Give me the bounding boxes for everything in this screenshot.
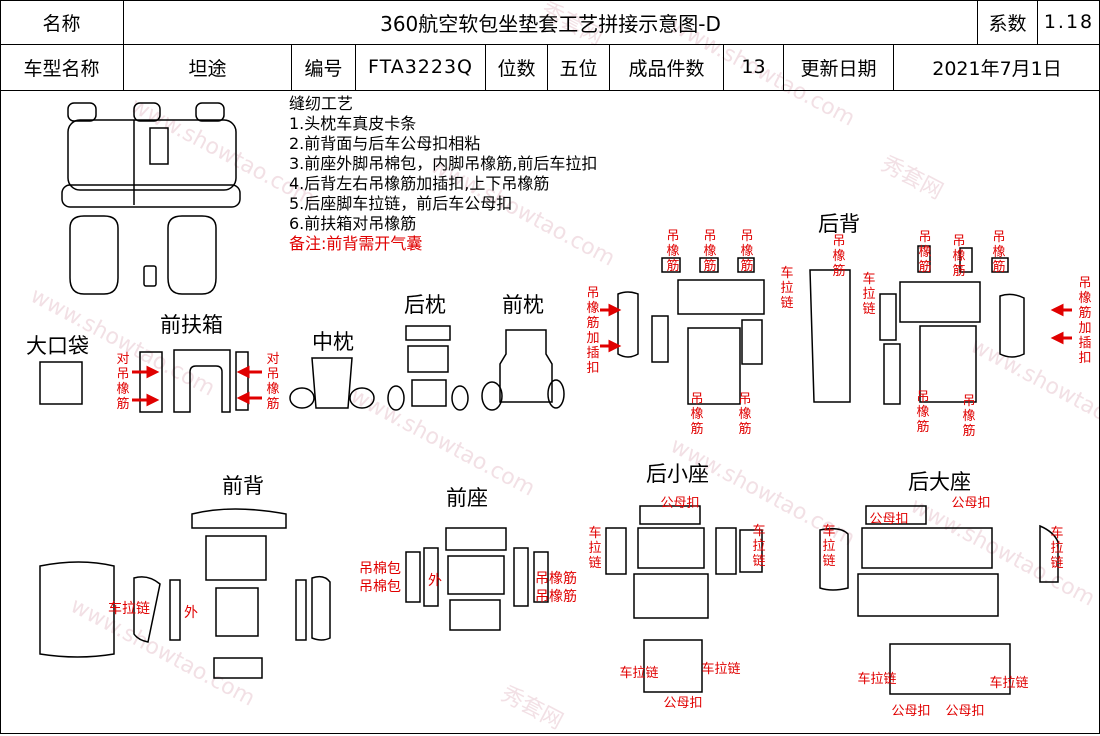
code-label: 编号 — [292, 44, 356, 90]
label-che-lalian: 车拉链 — [989, 676, 1029, 691]
label-gong-mu-kou: 公母扣 — [951, 496, 991, 511]
annotation-arrows — [132, 303, 1072, 407]
info-row: 车型名称 坦途 编号 FTA3223Q 位数 五位 成品件数 13 更新日期 2… — [0, 44, 1100, 91]
label-gong-mu-kou: 公母扣 — [663, 696, 703, 711]
note-item: 5.后座脚车拉链，前后车公母扣 — [289, 194, 513, 213]
notes-remark: 备注:前背需开气囊 — [289, 234, 423, 253]
label-diao-mianbao: 吊棉包 — [359, 579, 401, 595]
pieces-label: 成品件数 — [610, 44, 724, 90]
label-che-lalian: 车拉链 — [619, 666, 659, 681]
label-wai: 外 — [428, 573, 442, 589]
front-back-pieces — [39, 508, 331, 679]
label-diao-xiangjin: 吊橡筋 — [952, 234, 966, 279]
note-item: 4.后背左右吊橡筋加插扣,上下吊橡筋 — [289, 174, 550, 193]
section-front-pillow: 前枕 — [502, 293, 544, 317]
label-diao-xiangjin-jia-chakou: 吊橡筋加插扣 — [1078, 276, 1092, 366]
label-che-lalian: 车拉链 — [701, 662, 741, 677]
date-label: 更新日期 — [784, 44, 894, 90]
seat-overview-diagram — [61, 102, 241, 295]
section-rear-back: 后背 — [818, 212, 860, 236]
pieces-value: 13 — [724, 44, 784, 90]
label-che-lalian: 车拉链 — [108, 601, 150, 617]
name-label: 名称 — [0, 0, 124, 44]
seat-value: 五位 — [548, 44, 610, 90]
coef-label: 系数 — [978, 0, 1038, 44]
label-diao-xiangjin: 吊橡筋 — [962, 394, 976, 439]
label-diao-xiangjin: 吊橡筋 — [535, 589, 577, 605]
big-pocket-piece — [39, 361, 83, 405]
label-gong-mu-kou: 公母扣 — [945, 704, 985, 719]
sewing-notes: 缝纫工艺 1.头枕车真皮卡条 2.前背面与后车公母扣相粘 3.前座外脚吊棉包，内… — [289, 94, 597, 254]
label-dui-diao-xiangjin: 对吊橡筋 — [266, 352, 280, 412]
label-diao-xiangjin: 吊橡筋 — [690, 392, 704, 437]
section-front-back: 前背 — [222, 474, 264, 498]
label-diao-xiangjin: 吊橡筋 — [535, 571, 577, 587]
label-diao-mianbao: 吊棉包 — [359, 561, 401, 577]
note-item: 6.前扶箱对吊橡筋 — [289, 214, 417, 233]
section-rear-big-seat: 后大座 — [908, 470, 971, 494]
label-wai: 外 — [184, 605, 198, 621]
section-front-armrest: 前扶箱 — [160, 313, 223, 337]
label-che-lalian: 车拉链 — [857, 672, 897, 687]
model-value: 坦途 — [124, 44, 292, 90]
label-diao-xiangjin: 吊橡筋 — [918, 230, 932, 275]
label-diao-xiangjin: 吊橡筋 — [666, 229, 680, 274]
label-diao-xiangjin: 吊橡筋 — [832, 234, 846, 279]
front-pillow-pieces — [481, 329, 565, 411]
document-title: 360航空软包坐垫套工艺拼接示意图-D — [124, 0, 978, 44]
label-che-lalian: 车拉链 — [780, 266, 794, 311]
note-item: 2.前背面与后车公母扣相粘 — [289, 134, 481, 153]
front-armrest-pieces — [139, 349, 249, 413]
header-row: 名称 360航空软包坐垫套工艺拼接示意图-D 系数 1.18 — [0, 0, 1100, 45]
rear-back-pieces — [617, 245, 1025, 405]
label-diao-xiangjin-jia-chakou: 吊橡筋加插扣 — [586, 286, 600, 376]
code-value: FTA3223Q — [356, 44, 486, 90]
section-rear-small-seat: 后小座 — [646, 462, 709, 486]
label-diao-xiangjin: 吊橡筋 — [992, 230, 1006, 275]
section-big-pocket: 大口袋 — [26, 334, 89, 358]
label-che-lalian: 车拉链 — [822, 524, 836, 569]
label-che-lalian: 车拉链 — [1050, 526, 1064, 571]
label-dui-diao-xiangjin: 对吊橡筋 — [116, 352, 130, 412]
section-front-seat: 前座 — [446, 486, 488, 510]
label-diao-xiangjin: 吊橡筋 — [916, 390, 930, 435]
label-che-lalian: 车拉链 — [752, 524, 766, 569]
note-item: 1.头枕车真皮卡条 — [289, 114, 417, 133]
section-rear-pillow: 后枕 — [404, 293, 446, 317]
model-label: 车型名称 — [0, 44, 124, 90]
label-che-lalian: 车拉链 — [588, 526, 602, 571]
date-value: 2021年7月1日 — [932, 57, 1062, 80]
seat-label: 位数 — [486, 44, 548, 90]
label-che-lalian: 车拉链 — [862, 272, 876, 317]
front-seat-pieces — [405, 527, 549, 631]
notes-heading: 缝纫工艺 — [289, 94, 354, 113]
label-diao-xiangjin: 吊橡筋 — [738, 392, 752, 437]
section-middle-pillow: 中枕 — [312, 330, 354, 354]
rear-big-seat-pieces — [819, 505, 1059, 695]
rear-small-seat-pieces — [605, 505, 763, 693]
coef-value: 1.18 — [1043, 11, 1095, 33]
label-gong-mu-kou: 公母扣 — [891, 704, 931, 719]
label-gong-mu-kou: 公母扣 — [869, 512, 909, 527]
rear-pillow-pieces — [387, 325, 469, 411]
label-diao-xiangjin: 吊橡筋 — [703, 229, 717, 274]
middle-pillow-pieces — [289, 357, 375, 409]
label-diao-xiangjin: 吊橡筋 — [740, 229, 754, 274]
note-item: 3.前座外脚吊棉包，内脚吊橡筋,前后车拉扣 — [289, 154, 598, 173]
label-gong-mu-kou: 公母扣 — [660, 496, 700, 511]
